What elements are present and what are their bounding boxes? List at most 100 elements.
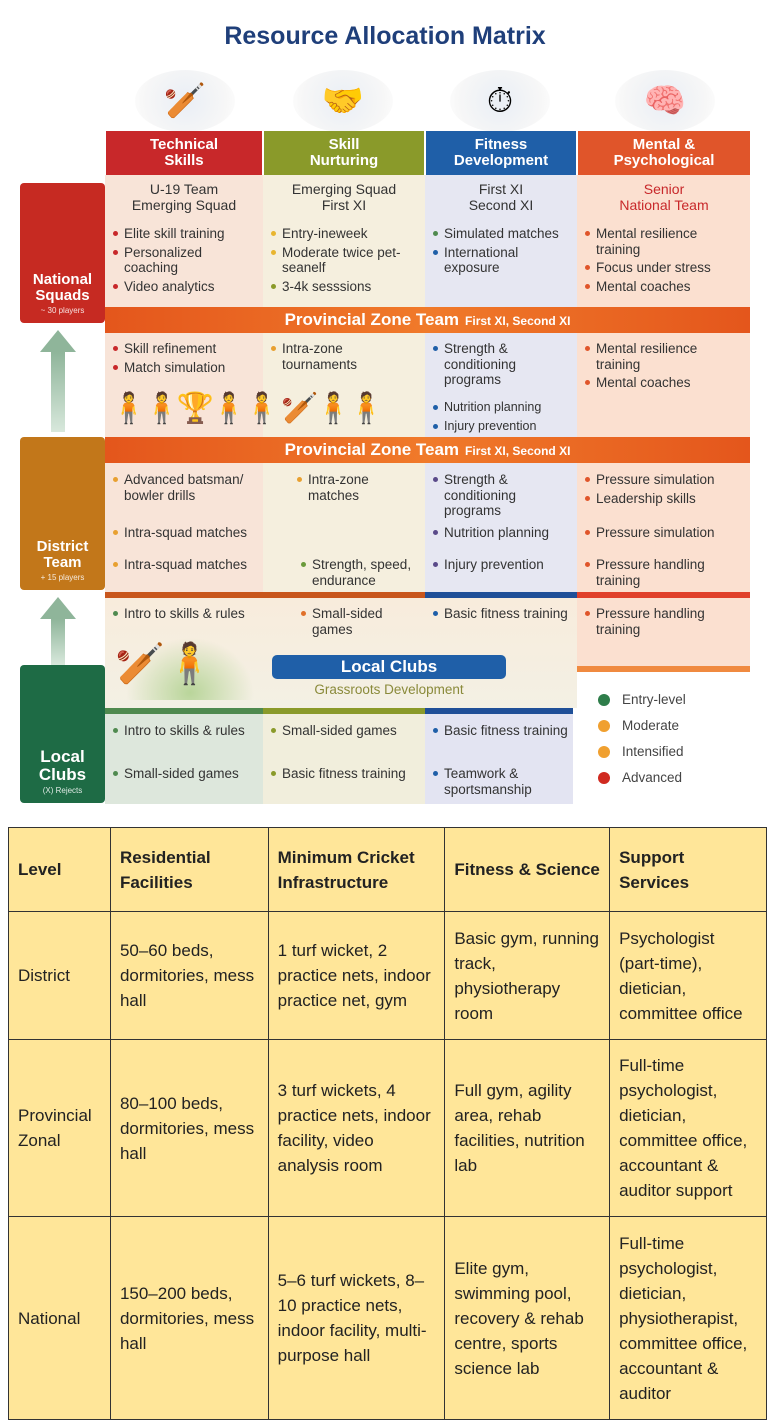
bullet-dot-icon — [271, 771, 276, 776]
table-row: National 150–200 beds, dormitories, mess… — [8, 1216, 767, 1420]
bullet-item: Small-sided games — [112, 766, 256, 782]
team-name: First XI Second XI — [468, 181, 534, 213]
bullet-text: Nutrition planning — [444, 525, 550, 540]
bullet-item: Simulated matches — [432, 226, 570, 242]
bullet-text: Elite skill training — [124, 226, 225, 241]
bullet-list: Basic fitness training — [432, 723, 568, 739]
cell-transition-nurturing: Small-sided games — [294, 602, 424, 644]
bullet-dot-icon — [585, 231, 590, 236]
bullet-text: Video analytics — [124, 278, 215, 294]
bullet-list: Intro to skills & rules — [112, 723, 256, 739]
level-name: National Squads — [32, 271, 93, 304]
legend-moderate: Moderate — [598, 718, 679, 733]
bullet-item: Intro to skills & rules — [112, 723, 256, 739]
team-name: Senior National Team — [619, 181, 709, 213]
bullet-text: Basic fitness training — [444, 723, 568, 738]
bullet-item: 3-4k sesssions — [270, 279, 418, 295]
legend-intensified: Intensified — [598, 744, 684, 759]
bullet-text: Moderate twice pet-seanelf — [282, 244, 401, 276]
legend-dot-icon — [598, 772, 610, 785]
bullet-dot-icon — [585, 611, 590, 616]
bullet-text: Small-sided games — [312, 606, 383, 637]
page-title: Resource Allocation Matrix — [224, 22, 546, 50]
bullet-item: Leadership skills — [584, 491, 744, 507]
bullet-dot-icon — [585, 346, 590, 351]
column-bg-mental — [577, 175, 750, 670]
bullet-list: Injury prevention — [432, 557, 570, 573]
table-cell: Provincial Zonal — [8, 1039, 111, 1217]
cell-local-technical-b: Small-sided games — [106, 762, 262, 789]
level-sub: ~ 30 players — [40, 306, 85, 315]
divider — [105, 592, 425, 598]
bullet-item: Small-sided games — [270, 723, 418, 739]
bullet-list: Pressure handling training — [584, 606, 744, 637]
cell-provincial-nurturing: Intra-zone tournaments — [264, 337, 424, 379]
cell-district-nurturing-a: Intra-zone matches — [290, 468, 424, 510]
bullet-dot-icon — [113, 562, 118, 567]
bullet-text: Pressure simulation — [596, 472, 715, 487]
header-cell: Minimum Cricket Infrastructure — [267, 827, 446, 912]
cell-district-technical-a: Advanced batsman/ bowler drills — [106, 468, 286, 510]
bullet-item: Pressure simulation — [584, 472, 744, 488]
level-district-team: District Team + 15 players — [20, 437, 105, 590]
bullet-item: Video analytics — [112, 279, 256, 295]
bullet-text: Intro to skills & rules — [124, 723, 245, 738]
bullet-text: Intra-zone tournaments — [282, 341, 358, 372]
bullet-item: Injury prevention — [432, 419, 570, 435]
bullet-dot-icon — [113, 249, 118, 255]
column-bg-technical — [105, 175, 263, 605]
bullet-item: Focus under stress — [584, 260, 744, 276]
bullet-text: Pressure handling training — [596, 557, 705, 588]
bullet-text: Teamwork & sportsmanship — [444, 766, 532, 797]
bullet-list: Small-sided games — [270, 723, 418, 739]
legend-dot-icon — [598, 746, 610, 759]
header-cell: Level — [8, 827, 111, 912]
bullet-text: Intra-zone matches — [308, 472, 369, 503]
divider — [425, 708, 573, 714]
table-header-row: Level Residential Facilities Minimum Cri… — [8, 827, 767, 912]
bullet-text: Basic fitness training — [282, 766, 406, 781]
bullet-dot-icon — [113, 530, 118, 535]
facilities-table: Level Residential Facilities Minimum Cri… — [8, 827, 767, 1420]
table-cell: District — [8, 911, 111, 1040]
header-cell: Support Services — [609, 827, 767, 912]
bullet-item: Intra-zone tournaments — [270, 341, 418, 372]
bullet-item: Basic fitness training — [270, 766, 418, 782]
legend-dot-icon — [598, 694, 610, 707]
bullet-dot-icon — [301, 611, 306, 616]
bullet-dot-icon — [113, 771, 118, 776]
table-cell: Full gym, agility area, rehab facilities… — [444, 1039, 611, 1217]
bullet-dot-icon — [113, 477, 118, 482]
legend-entry-level: Entry-level — [598, 692, 686, 707]
table-cell: 80–100 beds, dormitories, mess hall — [109, 1039, 269, 1217]
table-cell: Basic gym, running track, physiotherapy … — [444, 911, 611, 1040]
bullet-dot-icon — [433, 477, 438, 482]
divider — [577, 666, 750, 672]
bullet-text: Strength & conditioning programs — [444, 472, 517, 518]
bullet-item: Mental resilience training — [584, 226, 744, 257]
cell-local-nurturing-a: Small-sided games — [264, 719, 424, 746]
bullet-item: Pressure handling training — [584, 557, 744, 588]
table-cell: Full-time psychologist, dietician, physi… — [609, 1216, 767, 1420]
bullet-dot-icon — [433, 249, 438, 255]
bullet-text: 3-4k sesssions — [282, 278, 372, 294]
bullet-dot-icon — [301, 562, 306, 567]
bullet-list: Nutrition planning — [432, 525, 570, 541]
bullet-item: Elite skill training — [112, 226, 256, 242]
players-illustration: 🧍🧍🏆🧍🧍 🏏🧍🧍 — [110, 392, 385, 425]
table-cell: Psychologist (part-time), dietician, com… — [609, 911, 767, 1040]
bullet-item: Injury prevention — [432, 557, 570, 573]
bullet-text: Pressure simulation — [596, 525, 715, 540]
bullet-text: Mental coaches — [596, 278, 691, 294]
bullet-dot-icon — [585, 562, 590, 567]
table-cell: Full-time psychologist, dietician, commi… — [609, 1039, 767, 1217]
bullet-text: Intra-squad matches — [124, 557, 248, 572]
divider — [425, 592, 577, 598]
cell-provincial-fitness: Strength & conditioning programs — [426, 337, 576, 395]
